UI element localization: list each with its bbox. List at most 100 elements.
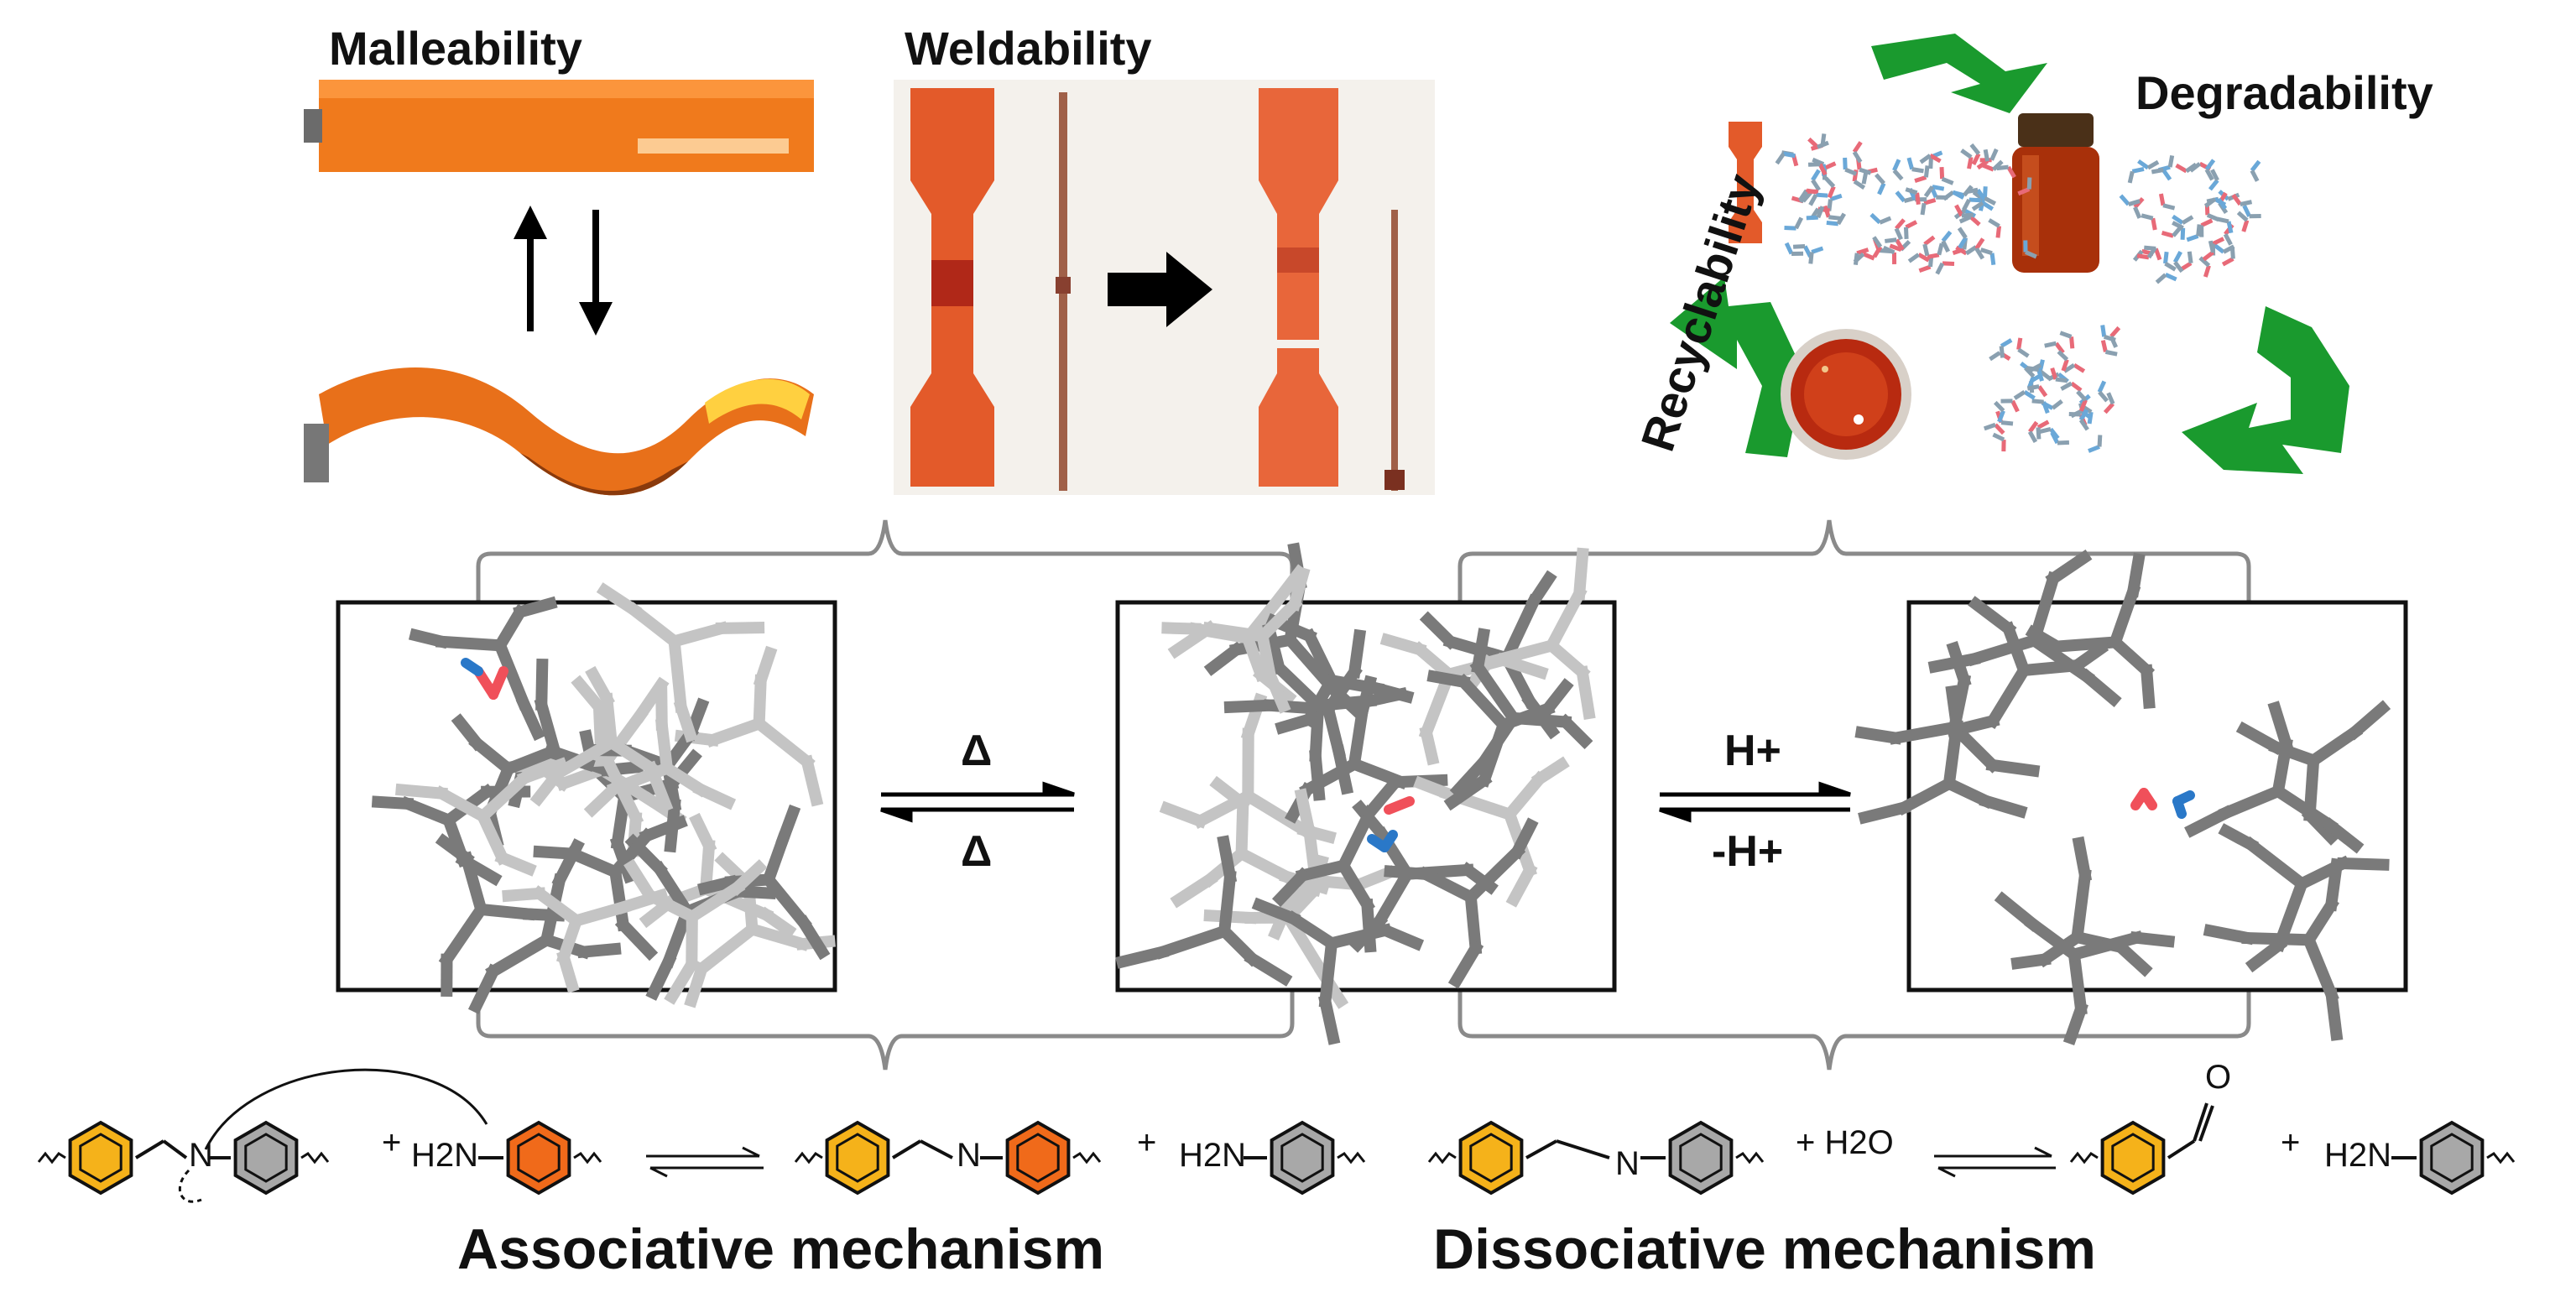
network-strand: [1325, 1002, 1333, 1039]
molecule-bond: [1963, 200, 1969, 210]
network-strand: [1295, 574, 1303, 604]
molecule-bond: [2175, 252, 2181, 262]
label-degradability: Degradability: [2135, 65, 2433, 120]
molecule-bond: [2173, 227, 2181, 236]
network-strand: [520, 603, 550, 612]
molecule-bond: [2105, 352, 2117, 354]
molecule-bond: [2217, 219, 2229, 221]
molecule-bond: [1921, 155, 1930, 162]
network-strand: [1426, 732, 1432, 758]
equilibrium-left-top-label: Δ: [961, 726, 992, 776]
network-strand: [1338, 752, 1346, 789]
molecule-bond: [1906, 190, 1916, 193]
bond-line: [164, 1141, 186, 1158]
molecule-bond: [1829, 186, 1833, 197]
molecule-bond: [2208, 215, 2219, 219]
network-strand: [2332, 995, 2337, 1034]
molecule-bond: [1812, 170, 1818, 180]
assoc-n-1: N: [189, 1137, 213, 1175]
assoc-amine-1: H2N: [411, 1137, 478, 1175]
molecule-bond: [2210, 180, 2218, 190]
molecule-bond: [1838, 214, 1844, 224]
network-strand: [738, 891, 770, 893]
molecule-bond: [1971, 217, 1979, 225]
molecule-bond: [2166, 263, 2176, 269]
molecule-bond: [1989, 220, 2000, 226]
network-strand: [1316, 756, 1319, 795]
molecule-bond: [2072, 383, 2081, 390]
molecule-bond: [1925, 237, 1934, 244]
network-strand: [2210, 930, 2248, 938]
molecule-bond: [1969, 200, 1981, 201]
molecule-bond: [1997, 167, 2009, 169]
molecule-bond: [2161, 194, 2163, 206]
label-associative-mechanism: Associative mechanism: [457, 1217, 1104, 1282]
molecule-bond: [2019, 338, 2021, 350]
assoc-plus-1: +: [382, 1124, 401, 1162]
molecule-bond: [1796, 218, 1802, 228]
molecule-bond: [1912, 169, 1924, 171]
molecule-bond: [1793, 246, 1805, 247]
network-strand: [1861, 732, 1895, 737]
molecule-bond: [2051, 429, 2058, 438]
wavy-bond: [574, 1154, 601, 1162]
molecule-bond: [1942, 179, 1953, 183]
molecule-bond: [1919, 267, 1930, 271]
molecule-bond: [1896, 220, 1904, 229]
assoc-plus-2: +: [1137, 1124, 1156, 1162]
molecule-bond: [1854, 152, 1860, 162]
molecule-bond: [1984, 425, 1995, 429]
molecule-bond: [2163, 170, 2170, 180]
molecule-bond: [2138, 161, 2147, 168]
network-strand: [2136, 938, 2168, 941]
network-strand: [1282, 720, 1309, 727]
molecule-bond: [2038, 422, 2048, 428]
molecule-bond: [1876, 175, 1884, 184]
molecule-bond: [2103, 325, 2104, 336]
molecule-bond: [1909, 158, 1912, 169]
molecule-bond: [1943, 232, 1951, 241]
molecule-bond: [2203, 253, 2213, 259]
molecule-bond: [2182, 216, 2193, 222]
molecule-bond: [2072, 336, 2073, 348]
recycle-arrow-top-icon: [1871, 34, 2047, 113]
wavy-bond: [1338, 1154, 1364, 1162]
molecule-bond: [1993, 435, 2004, 440]
molecule-bond: [1830, 195, 1841, 199]
molecule-bond: [2166, 274, 2177, 279]
molecule-bond: [2207, 160, 2214, 169]
petri-dish-icon: [1781, 329, 1911, 460]
network-strand: [1230, 706, 1270, 707]
wavy-bond: [1073, 1154, 1100, 1162]
network-strand: [1478, 634, 1484, 667]
molecule-bond: [1974, 154, 1979, 164]
molecule-bond: [1985, 149, 1987, 161]
molecule-bond: [2141, 216, 2153, 218]
molecule-bond: [2001, 346, 2003, 358]
network-strand: [1367, 905, 1370, 946]
molecule-bond: [1894, 170, 1901, 179]
molecule-bond: [1807, 217, 1818, 218]
network-strand: [1952, 691, 1957, 726]
network-strand: [2133, 560, 2138, 591]
molecule-bond: [2214, 245, 2224, 252]
molecule-bond: [1932, 187, 1944, 190]
molecule-bond: [1896, 192, 1904, 201]
wavy-bond: [795, 1154, 822, 1162]
curved-arrow-icon: [180, 1170, 201, 1201]
network-strand: [1370, 694, 1400, 701]
molecule-bond: [2088, 446, 2099, 451]
equilibrium-arrow-right-icon: [1660, 784, 1850, 820]
molecule-bond: [1817, 143, 1828, 147]
network-strand: [441, 642, 500, 645]
molecule-bond: [2182, 228, 2183, 240]
molecule-bond: [2120, 195, 2128, 204]
molecule-bond: [2137, 256, 2149, 258]
network-strand: [564, 957, 572, 986]
wavy-bond: [1736, 1154, 1763, 1162]
network-strand: [1325, 943, 1332, 1001]
molecule-bond: [1845, 158, 1846, 169]
molecule-bond: [2232, 247, 2233, 258]
molecule-bond: [2074, 365, 2084, 371]
network-strand: [1209, 628, 1262, 636]
